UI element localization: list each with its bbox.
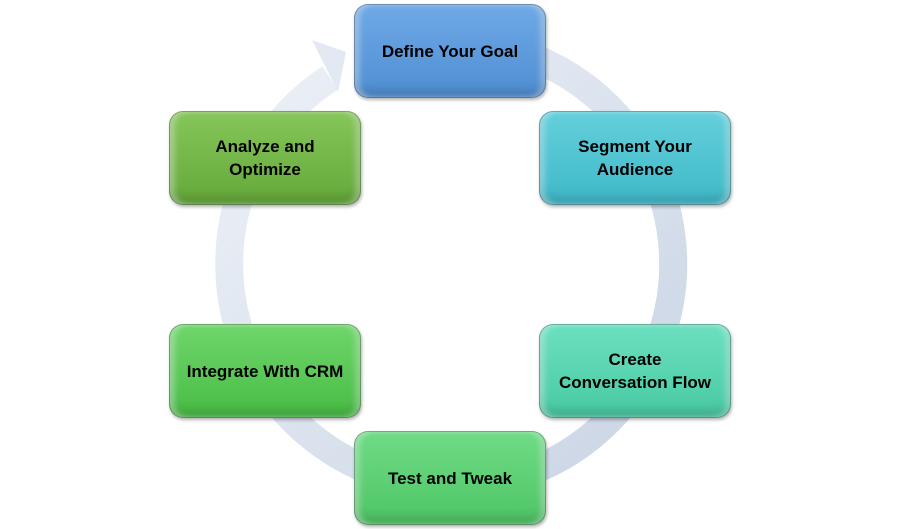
step-test-and-tweak: Test and Tweak bbox=[354, 431, 546, 525]
step-create-conversation-flow: Create Conversation Flow bbox=[539, 324, 731, 418]
step-segment-your-audience: Segment Your Audience bbox=[539, 111, 731, 205]
step-label: Create Conversation Flow bbox=[558, 350, 712, 392]
step-label: Test and Tweak bbox=[387, 468, 513, 488]
arrow-head-icon bbox=[312, 40, 346, 92]
cycle-arc bbox=[215, 27, 688, 500]
step-analyze-and-optimize: Analyze and Optimize bbox=[169, 111, 361, 205]
step-label: Integrate With CRM bbox=[186, 361, 344, 381]
step-define-your-goal: Define Your Goal bbox=[354, 4, 546, 98]
step-label: Define Your Goal bbox=[381, 41, 519, 61]
step-label: Analyze and Optimize bbox=[215, 137, 315, 179]
step-integrate-with-crm: Integrate With CRM bbox=[169, 324, 361, 418]
step-label: Segment Your Audience bbox=[578, 137, 692, 179]
